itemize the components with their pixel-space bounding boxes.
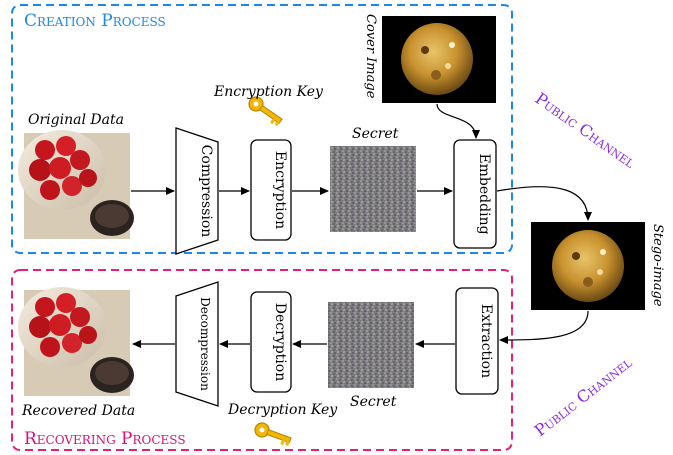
secret-image-bottom xyxy=(328,302,414,388)
extraction-label: Extraction xyxy=(478,304,494,378)
creation-title: Creation Process xyxy=(24,11,166,31)
recovering-title: Recovering Process xyxy=(24,429,186,449)
stego-image-label: Stego-image xyxy=(650,224,665,307)
secret-label-bottom: Secret xyxy=(350,394,397,410)
decryption-key-label: Decryption Key xyxy=(227,402,338,418)
arrow-embedding-to-stego xyxy=(496,186,592,221)
decompression-label: Decompression xyxy=(198,297,212,391)
public-channel-top: Public Channel xyxy=(532,89,640,172)
embedding-label: Embedding xyxy=(476,153,492,234)
decryption-label: Decryption xyxy=(272,303,288,381)
compression-block xyxy=(175,127,219,255)
encryption-block xyxy=(250,139,292,241)
decryption-key-icon xyxy=(254,422,292,446)
compression-label: Compression xyxy=(198,145,214,238)
public-channel-bottom: Public Channel xyxy=(531,352,636,440)
encryption-label: Encryption xyxy=(272,151,288,229)
encryption-key-icon xyxy=(248,96,283,127)
encryption-key-label: Encryption Key xyxy=(213,84,324,100)
creation-box xyxy=(11,4,513,254)
arrow-stego-to-extraction xyxy=(499,310,589,344)
secret-image-top xyxy=(330,146,416,232)
extraction-block xyxy=(455,287,499,395)
decompression-block xyxy=(175,281,219,407)
recovering-box xyxy=(11,269,513,451)
decryption-block xyxy=(250,291,292,393)
original-data-image xyxy=(18,130,134,239)
secret-label-top: Secret xyxy=(352,126,399,142)
cover-image-label: Cover Image xyxy=(363,14,378,99)
arrow-cover-to-embedding xyxy=(436,103,480,139)
embedding-block xyxy=(453,139,497,249)
recovered-data-image xyxy=(18,287,134,396)
original-data-label: Original Data xyxy=(28,112,124,128)
recovered-data-label: Recovered Data xyxy=(21,403,135,419)
